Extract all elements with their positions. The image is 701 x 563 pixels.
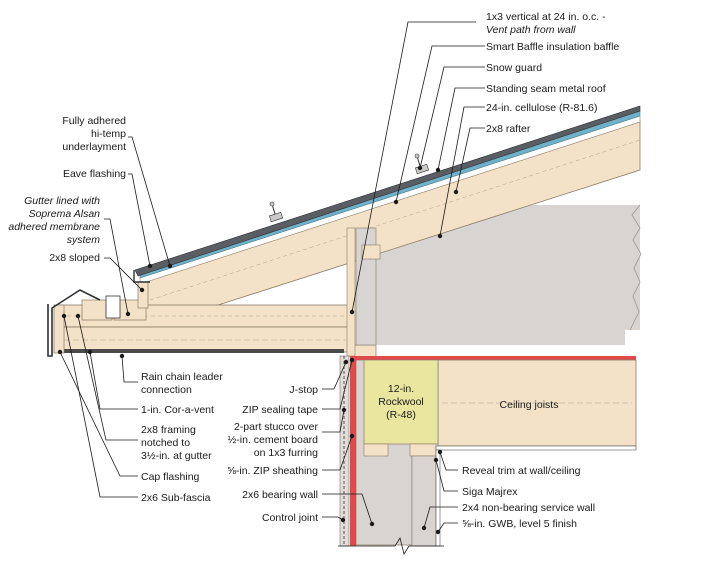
label-vent-path-1: 1x3 vertical at 24 in. o.c. -: [486, 11, 606, 23]
label-zip-sheathing: ⅝-in. ZIP sheathing: [227, 465, 318, 477]
rockwool-block: [363, 359, 439, 445]
soffit-board: [59, 326, 351, 353]
sloped-2x8: [137, 281, 149, 309]
vent-1x3: [346, 227, 356, 357]
snow-guard-lower: [268, 201, 284, 223]
label-framing-2: notched to: [141, 437, 190, 449]
label-stucco-2: ½-in. cement board: [228, 434, 319, 446]
label-cellulose: 24-in. cellulose (R-81.6): [486, 102, 597, 114]
label-framing-1: 2x8 framing: [141, 424, 196, 436]
label-rockwool-2: Rockwool: [378, 396, 424, 408]
gutter-liner: [105, 295, 121, 319]
label-gutter-3: adhered membrane: [8, 221, 100, 233]
cap-flashing-shape: [47, 289, 101, 357]
ceiling-air-barrier: [356, 356, 636, 360]
label-standing-seam: Standing seam metal roof: [486, 83, 606, 95]
cor-a-vent-strip: [62, 349, 344, 353]
cellulose-edge: [629, 204, 642, 331]
label-zip-tape: ZIP sealing tape: [242, 404, 318, 416]
label-stucco-3: on 1x3 furring: [254, 447, 318, 459]
label-ceiling-joists: Ceiling joists: [500, 399, 559, 411]
label-gutter-4: system: [67, 234, 101, 246]
label-gwb: ⅝-in. GWB, level 5 finish: [462, 518, 577, 530]
gwb-ceiling: [435, 445, 637, 451]
label-stucco-1: 2-part stucco over: [234, 421, 319, 433]
label-rockwool-1: 12-in.: [388, 383, 414, 395]
label-j-stop: J-stop: [289, 384, 318, 396]
label-reveal-trim: Reveal trim at wall/ceiling: [462, 465, 581, 477]
label-eave-flashing: Eave flashing: [63, 168, 126, 180]
label-rain-chain-2: connection: [141, 384, 192, 396]
label-sub-fascia: 2x6 Sub-fascia: [141, 492, 211, 504]
label-gutter-2: Soprema Alsan: [29, 208, 101, 220]
label-underlayment-2: hi-temp: [91, 128, 126, 140]
label-rain-chain-1: Rain chain leader: [141, 371, 223, 383]
label-vent-path-2: Vent path from wall: [486, 24, 576, 36]
label-service-wall: 2x4 non-bearing service wall: [462, 502, 595, 514]
stucco: [339, 355, 350, 547]
label-framing-3: 3½-in. at gutter: [141, 450, 212, 462]
label-sloped: 2x8 sloped: [49, 252, 100, 264]
label-bearing-wall: 2x6 bearing wall: [242, 489, 318, 501]
cellulose-insulation: [356, 205, 640, 345]
label-cor-a-vent: 1-in. Cor-a-vent: [141, 404, 214, 416]
sub-fascia: [53, 304, 65, 354]
service-wall-2x4: [411, 455, 437, 547]
label-cap-flashing: Cap flashing: [141, 471, 200, 483]
label-smart-baffle: Smart Baffle insulation baffle: [486, 41, 619, 53]
label-gutter-1: Gutter lined with: [24, 195, 100, 207]
snow-guard-upper: [414, 153, 430, 175]
zip-sheathing: [350, 356, 356, 546]
label-snow-guard: Snow guard: [486, 62, 542, 74]
top-plate: [351, 344, 377, 358]
metal-roof: [134, 105, 641, 277]
label-rafter: 2x8 rafter: [486, 123, 531, 135]
label-underlayment-3: underlayment: [62, 141, 126, 153]
label-siga: Siga Majrex: [462, 486, 518, 498]
label-control-joint: Control joint: [262, 512, 318, 524]
label-underlayment-1: Fully adhered: [62, 115, 126, 127]
label-rockwool-3: (R-48): [386, 409, 416, 421]
